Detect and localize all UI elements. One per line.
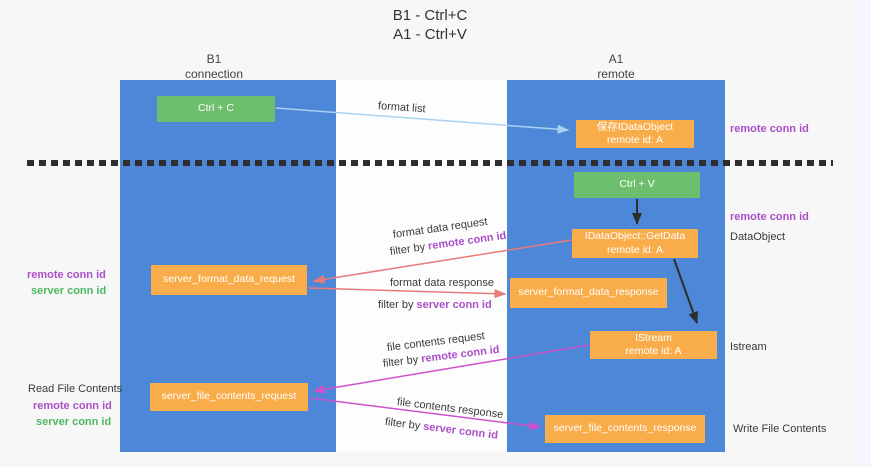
node-ctrl-v-label: Ctrl + V [619, 178, 655, 191]
title-line-1: B1 - Ctrl+C [392, 7, 468, 24]
arrow-getdata-to-istream [673, 258, 698, 324]
node-server-format-data-response-label: server_format_data_response [518, 286, 659, 299]
node-server-format-data-response: server_format_data_response [510, 278, 667, 308]
lane-b1-subtitle: connection [184, 67, 244, 81]
node-ctrl-v: Ctrl + V [574, 172, 700, 198]
right-edge-strip [856, 0, 871, 467]
label-format-data-response: format data response [390, 277, 494, 289]
lane-header-a1: A1 remote [536, 52, 696, 82]
arrow-format-data-response [308, 287, 507, 299]
arrow-format-list [275, 107, 570, 134]
node-server-format-data-request: server_format_data_request [151, 265, 307, 295]
node-idataobject-getdata-line1: IDataObject::GetData [584, 230, 686, 243]
right-label-remote-conn-id-top: remote conn id [730, 123, 809, 135]
title-line-2: A1 - Ctrl+V [393, 26, 467, 44]
left-label-server-conn-id-bottom: server conn id [36, 416, 112, 428]
left-label-remote-conn-id: remote conn id [27, 269, 106, 281]
node-save-idataobject-line1: 保存IDataObject [596, 120, 674, 133]
phase-separator-dashed-line [27, 160, 833, 166]
left-label-server-conn-id: server conn id [31, 285, 107, 297]
node-ctrl-c-label: Ctrl + C [198, 102, 234, 115]
right-label-dataobject: DataObject [730, 231, 786, 243]
node-istream-line1: IStream [635, 331, 672, 344]
node-save-idataobject: 保存IDataObject remote id: A [576, 120, 694, 148]
node-server-file-contents-response: server_file_contents_response [545, 415, 705, 443]
lane-header-b1: B1 connection [134, 52, 294, 82]
diagram-title: B1 - Ctrl+C A1 - Ctrl+V [315, 6, 545, 44]
lane-a1-subtitle: remote [597, 67, 635, 81]
node-server-file-contents-request-label: server_file_contents_request [161, 390, 297, 403]
node-istream-line2: remote id: A [625, 345, 682, 357]
node-ctrl-c: Ctrl + C [157, 96, 275, 122]
arrow-format-data-request [312, 239, 573, 284]
arrow-file-contents-request [312, 344, 590, 394]
label-format-data-response-filter: filter by server conn id [378, 299, 492, 311]
lane-gap-panel [336, 80, 507, 452]
node-save-idataobject-line2: remote id: A [606, 134, 664, 146]
lane-a1-name: A1 [608, 52, 624, 66]
lane-b1-name: B1 [206, 52, 222, 66]
right-label-remote-conn-id-mid: remote conn id [730, 211, 809, 223]
filter-highlight-server-conn-id: server conn id [416, 299, 492, 311]
right-label-istream: Istream [730, 341, 767, 353]
arrow-file-contents-response [309, 397, 542, 431]
node-idataobject-getdata-line2: remote id: A [606, 243, 664, 256]
node-server-file-contents-response-label: server_file_contents_response [553, 422, 697, 435]
filter-prefix: filter by [378, 299, 417, 311]
left-label-read-file-contents: Read File Contents [28, 383, 123, 395]
left-label-remote-conn-id-bottom: remote conn id [33, 400, 112, 412]
node-server-format-data-request-label: server_format_data_request [163, 273, 295, 286]
right-label-write-file-contents: Write File Contents [733, 423, 827, 435]
node-idataobject-getdata: IDataObject::GetData remote id: A [572, 229, 698, 258]
node-server-file-contents-request: server_file_contents_request [150, 383, 308, 411]
node-istream: IStream remote id: A [590, 331, 717, 359]
